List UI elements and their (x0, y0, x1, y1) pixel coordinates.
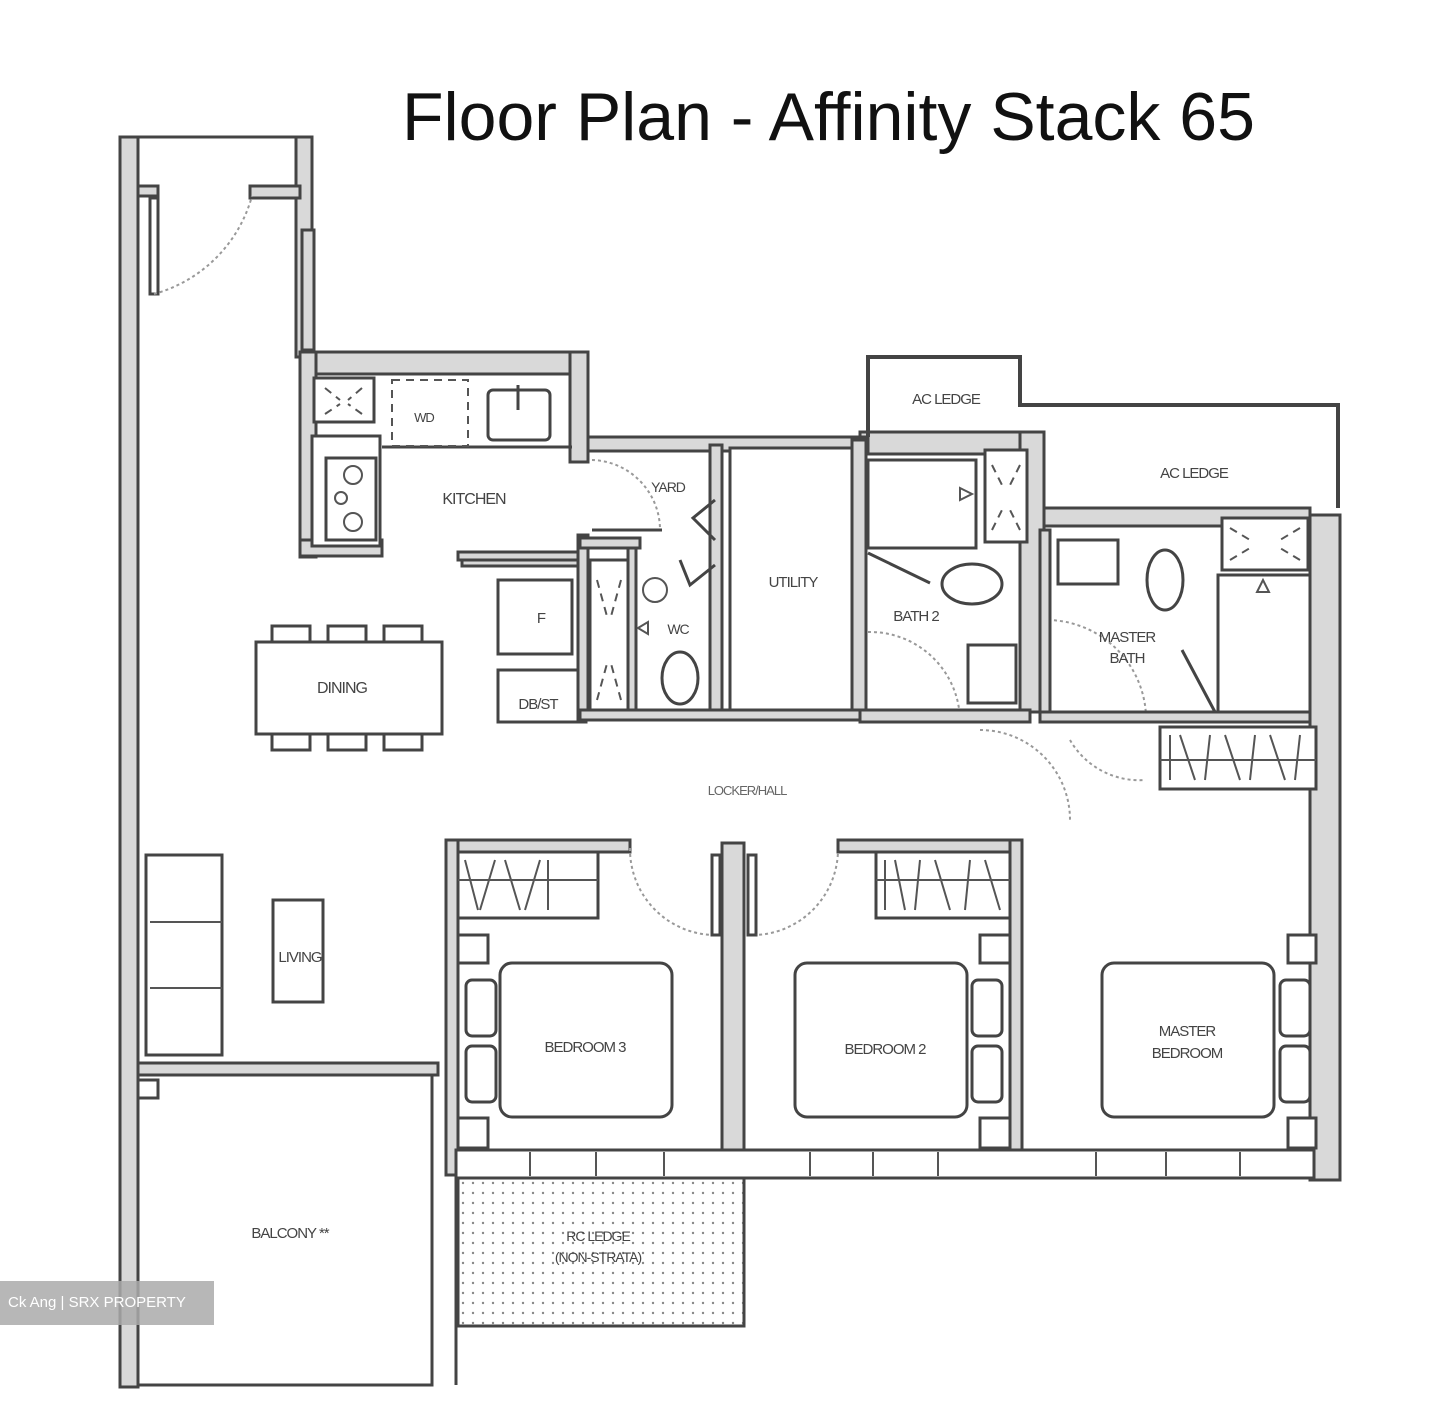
room-label-utility: UTILITY (769, 574, 819, 591)
room-label-master-bedroom-line2: BEDROOM (1152, 1045, 1223, 1062)
room-label-yard: YARD (651, 479, 686, 495)
watermark-credit: Ck Ang | SRX PROPERTY (0, 1281, 214, 1325)
room-label-wc: WC (667, 621, 689, 637)
label-rc-ledge-line1: RC LEDGE (566, 1228, 630, 1244)
balcony-area (138, 1075, 746, 1387)
room-label-corridor: LOCKER/HALL (708, 783, 787, 798)
label-wd: WD (414, 410, 434, 425)
label-rc-ledge-line2: (NON-STRATA) (555, 1249, 642, 1265)
room-label-master-bath-line2: BATH (1110, 650, 1145, 667)
room-label-bath-2: BATH 2 (893, 608, 939, 625)
label-db-st: DB/ST (518, 696, 558, 713)
room-label-bedroom-2: BEDROOM 2 (844, 1041, 926, 1058)
room-label-balcony: BALCONY ** (251, 1225, 329, 1242)
room-label-living: LIVING (278, 949, 322, 966)
kitchen-fixtures (310, 376, 592, 724)
label-fridge: F (537, 610, 546, 627)
label-ac-ledge-1: AC LEDGE (912, 391, 981, 408)
room-label-master-bedroom-line1: MASTER (1159, 1023, 1217, 1040)
service-area (576, 435, 872, 722)
room-label-kitchen: KITCHEN (442, 491, 506, 508)
bathrooms (858, 448, 1318, 821)
label-ac-ledge-2: AC LEDGE (1160, 465, 1229, 482)
room-label-bedroom-3: BEDROOM 3 (544, 1039, 626, 1056)
room-label-dining: DINING (317, 680, 368, 697)
page-title: Floor Plan - Affinity Stack 65 (402, 79, 1255, 155)
bedrooms (444, 838, 1318, 1180)
room-label-master-bath-line1: MASTER (1099, 629, 1157, 646)
living-dining-furniture (136, 624, 444, 1100)
